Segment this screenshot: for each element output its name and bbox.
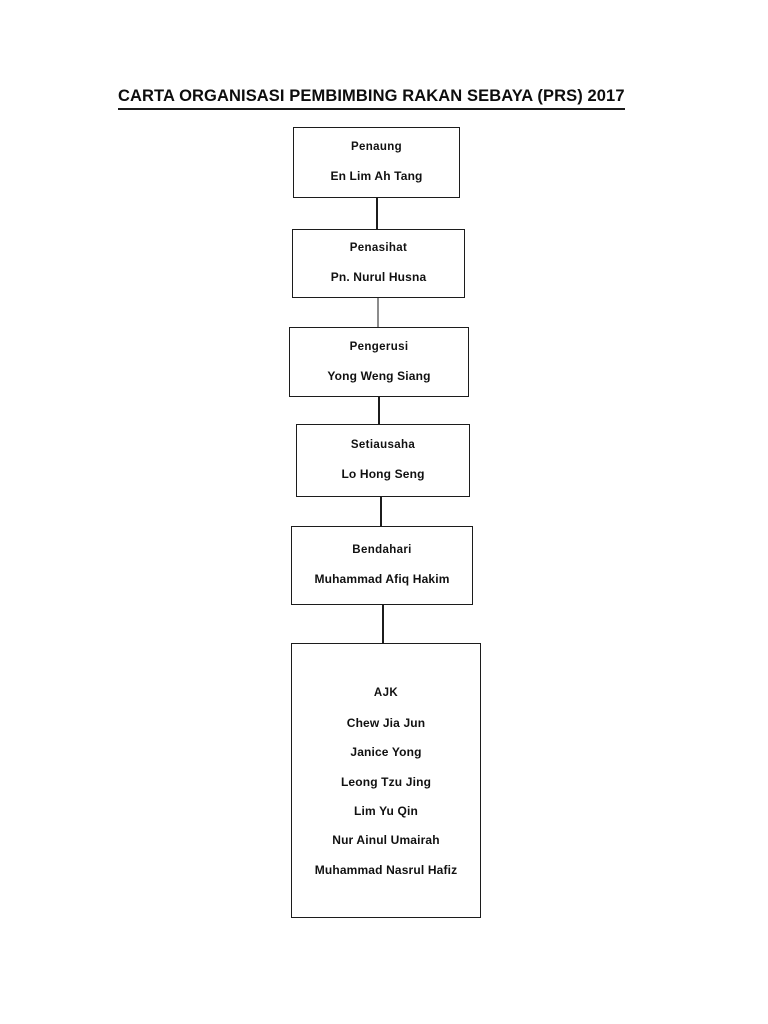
list-item: Leong Tzu Jing — [340, 774, 432, 789]
connector-bendahari-ajk — [382, 605, 384, 643]
connector-setiausaha-bendahari — [380, 497, 382, 526]
list-item: Chew Jia Jun — [346, 715, 426, 730]
org-node-person: En Lim Ah Tang — [330, 169, 423, 184]
page-title: CARTA ORGANISASI PEMBIMBING RAKAN SEBAYA… — [118, 87, 625, 110]
org-node-role: Penaung — [350, 141, 402, 154]
org-node-setiausaha[interactable]: Setiausaha Lo Hong Seng — [296, 424, 470, 497]
org-node-person: Muhammad Afiq Hakim — [314, 572, 450, 587]
list-item: Muhammad Nasrul Hafiz — [314, 862, 458, 877]
list-item: Lim Yu Qin — [354, 803, 418, 818]
org-node-role: Setiausaha — [350, 439, 416, 452]
org-node-role: Penasihat — [349, 242, 408, 255]
list-item: Janice Yong — [350, 745, 422, 760]
org-node-role: Bendahari — [352, 544, 412, 557]
connector-penaung-penasihat — [376, 198, 378, 229]
list-item: Nur Ainul Umairah — [332, 833, 440, 848]
org-node-penaung[interactable]: Penaung En Lim Ah Tang — [293, 127, 460, 198]
org-node-bendahari[interactable]: Bendahari Muhammad Afiq Hakim — [291, 526, 473, 605]
connector-penasihat-pengerusi — [377, 298, 379, 327]
org-node-role: Pengerusi — [349, 340, 409, 353]
org-node-person: Pn. Nurul Husna — [330, 270, 427, 285]
ajk-member-list: AJK Chew Jia Jun Janice Yong Leong Tzu J… — [292, 644, 480, 877]
org-node-person: Lo Hong Seng — [341, 467, 425, 482]
connector-pengerusi-setiausaha — [378, 397, 380, 424]
org-node-ajk[interactable]: AJK Chew Jia Jun Janice Yong Leong Tzu J… — [291, 643, 481, 918]
org-node-pengerusi[interactable]: Pengerusi Yong Weng Siang — [289, 327, 469, 397]
org-node-person: Yong Weng Siang — [327, 368, 431, 383]
org-node-penasihat[interactable]: Penasihat Pn. Nurul Husna — [292, 229, 465, 298]
ajk-heading: AJK — [373, 687, 399, 699]
